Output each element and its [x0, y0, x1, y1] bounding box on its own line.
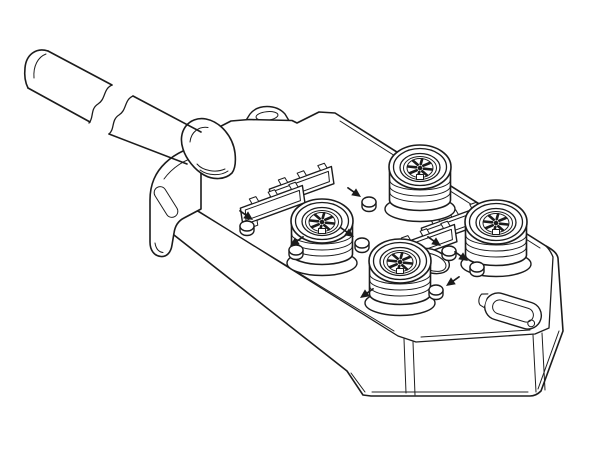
m12-port-4: [363, 237, 437, 317]
led-indicator: [361, 196, 377, 213]
corner-mounting-slot: [478, 292, 543, 330]
cable-break-symbol: [88, 84, 134, 135]
cable-gland: [180, 117, 237, 180]
led-indicator: [428, 284, 444, 301]
led-indicator: [469, 261, 485, 278]
led-indicator: [441, 245, 457, 262]
cable-end-cap: [23, 49, 49, 89]
led-indicator: [288, 244, 304, 261]
m12-port-3: [285, 197, 359, 277]
led-indicator: [239, 220, 255, 237]
cable: [23, 49, 202, 165]
mounting-flange-left: [149, 148, 202, 258]
led-indicator: [354, 237, 370, 254]
m12-port-1: [383, 143, 457, 223]
